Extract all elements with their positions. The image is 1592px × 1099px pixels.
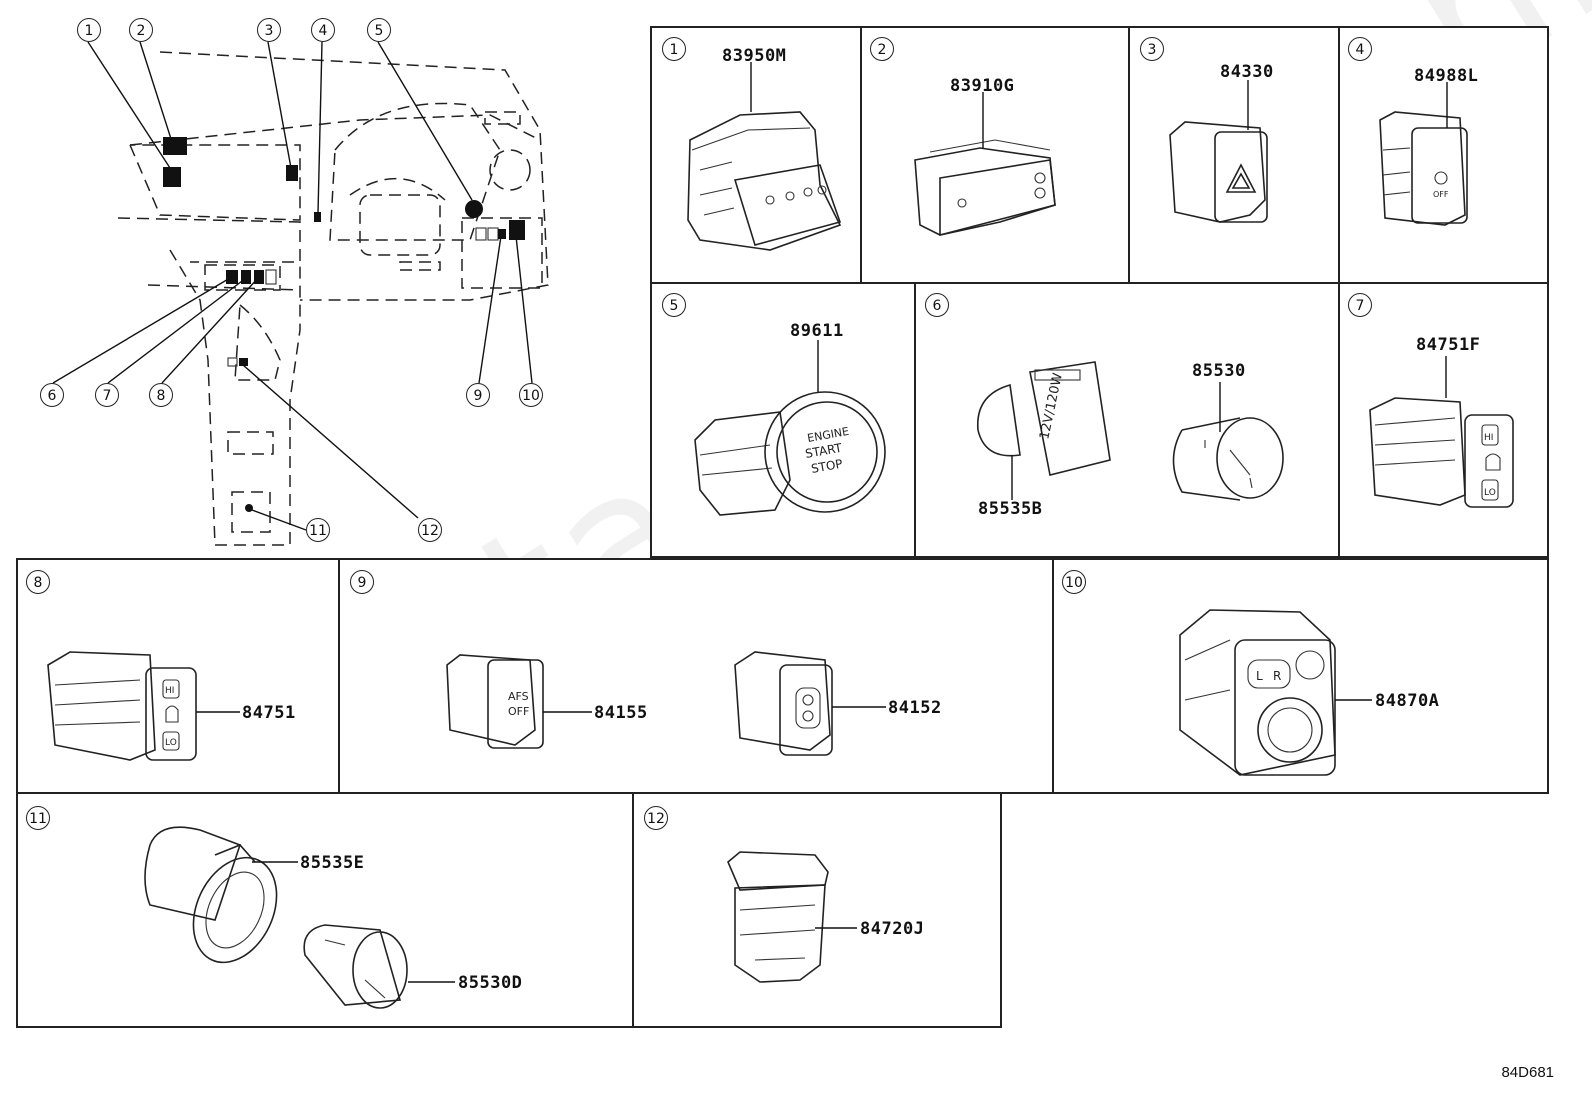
panel-1-frame — [650, 26, 862, 284]
dashboard-overview — [52, 41, 549, 546]
part-83950M-drawing — [687, 62, 842, 251]
panel-7-frame — [1338, 282, 1549, 558]
panel-8-frame — [16, 558, 340, 794]
panel-5-callout: 5 — [662, 293, 686, 317]
part-number-85535E[interactable]: 85535E — [300, 853, 365, 873]
overview-callout-8: 8 — [149, 383, 173, 407]
part-84330-drawing — [1169, 80, 1268, 223]
part-number-84330[interactable]: 84330 — [1220, 62, 1274, 82]
vsc-off-label: OFF — [1433, 190, 1449, 199]
part-number-84988L[interactable]: 84988L — [1414, 66, 1479, 86]
overview-callout-6: 6 — [40, 383, 64, 407]
part-number-85535B[interactable]: 85535B — [978, 499, 1043, 519]
panel-9-callout: 9 — [350, 570, 374, 594]
part-number-84751[interactable]: 84751 — [242, 703, 296, 723]
part-85535B-drawing: 12V/120W — [977, 361, 1111, 500]
part-83910G-drawing — [914, 92, 1056, 237]
panel-2-callout: 2 — [870, 37, 894, 61]
overview-callout-2: 2 — [129, 18, 153, 42]
part-84152-drawing — [734, 651, 886, 756]
part-number-83910G[interactable]: 83910G — [950, 76, 1015, 96]
afs-label-2: OFF — [508, 705, 529, 718]
panel-4-frame — [1338, 26, 1549, 284]
seat-hi-label-7: HI — [1484, 433, 1493, 443]
engine-label-2: START — [804, 441, 844, 461]
overview-callout-9: 9 — [466, 383, 490, 407]
part-number-85530D[interactable]: 85530D — [458, 973, 523, 993]
part-84870A-drawing: L R — [1179, 609, 1372, 776]
mirror-l-label: L — [1256, 669, 1263, 683]
seat-lo-label-8: LO — [165, 738, 177, 748]
part-number-84870A[interactable]: 84870A — [1375, 691, 1440, 711]
panel-3-callout: 3 — [1140, 37, 1164, 61]
overview-callout-1: 1 — [77, 18, 101, 42]
overview-callout-12: 12 — [418, 518, 442, 542]
part-85530D-drawing — [303, 924, 455, 1009]
overview-callout-11: 11 — [306, 518, 330, 542]
diagram-code: 84D681 — [1501, 1064, 1554, 1081]
socket-rating-label: 12V/120W — [1037, 372, 1066, 441]
overview-callout-5: 5 — [367, 18, 391, 42]
part-number-84751F[interactable]: 84751F — [1416, 335, 1481, 355]
overview-callout-7: 7 — [95, 383, 119, 407]
panel-11-callout: 11 — [26, 806, 50, 830]
engine-label-3: STOP — [810, 457, 844, 476]
part-85530-drawing — [1172, 382, 1284, 501]
part-84751-drawing: HI LO — [47, 651, 240, 761]
overview-callout-10: 10 — [519, 383, 543, 407]
part-number-84720J[interactable]: 84720J — [860, 919, 925, 939]
part-number-84152[interactable]: 84152 — [888, 698, 942, 718]
panel-7-callout: 7 — [1348, 293, 1372, 317]
part-number-85530[interactable]: 85530 — [1192, 361, 1246, 381]
seat-hi-label-8: HI — [165, 686, 174, 696]
part-number-83950M[interactable]: 83950M — [722, 46, 787, 66]
afs-label-1: AFS — [508, 690, 529, 703]
panel-9-frame — [338, 558, 1054, 794]
panel-12-frame — [632, 792, 1002, 1028]
part-89611-drawing: ENGINE START STOP — [694, 340, 886, 516]
part-84155-drawing: AFS OFF — [446, 654, 592, 749]
part-84988L-drawing: OFF — [1379, 82, 1468, 226]
panel-6-frame — [914, 282, 1340, 558]
overview-callout-4: 4 — [311, 18, 335, 42]
part-number-84155[interactable]: 84155 — [594, 703, 648, 723]
panel-4-callout: 4 — [1348, 37, 1372, 61]
part-85535E-drawing — [144, 826, 298, 964]
panel-6-callout: 6 — [925, 293, 949, 317]
panel-5-frame — [650, 282, 916, 558]
part-84751F-drawing: HI LO — [1369, 356, 1514, 508]
part-number-89611[interactable]: 89611 — [790, 321, 844, 341]
panel-10-callout: 10 — [1062, 570, 1086, 594]
panel-8-callout: 8 — [26, 570, 50, 594]
panel-1-callout: 1 — [662, 37, 686, 61]
panel-2-frame — [860, 26, 1130, 284]
overview-callout-3: 3 — [257, 18, 281, 42]
part-84720J-drawing — [727, 851, 857, 983]
mirror-r-label: R — [1273, 669, 1281, 683]
seat-lo-label-7: LO — [1484, 488, 1496, 498]
panel-12-callout: 12 — [644, 806, 668, 830]
